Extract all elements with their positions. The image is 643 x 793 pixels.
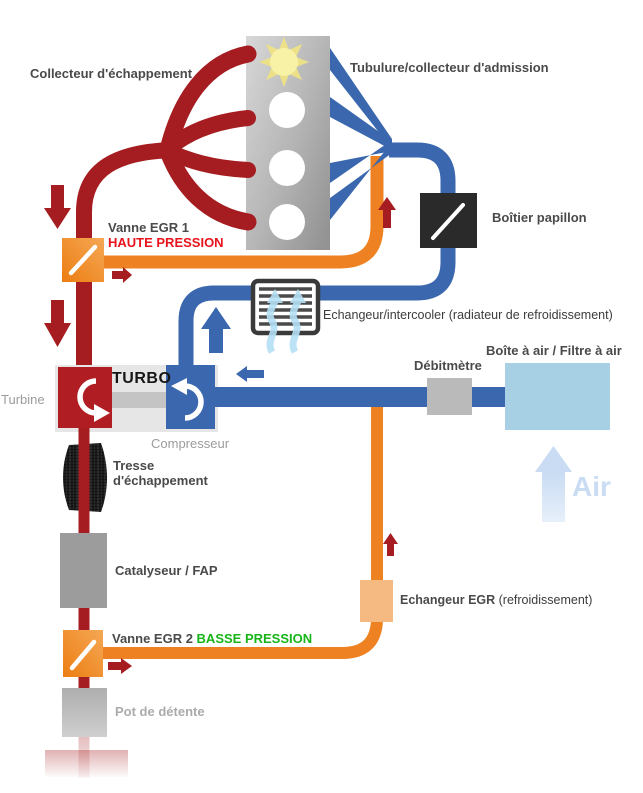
maf-sensor: [427, 378, 472, 415]
exhaust-braid-label: Tresse d'échappement: [113, 458, 208, 489]
egr-valve-2-pressure: BASSE PRESSION: [196, 631, 313, 646]
compressor-box: [166, 365, 215, 429]
intake-branch: [330, 97, 392, 150]
egr-valve-1-pressure: HAUTE PRESSION: [108, 235, 224, 251]
intake-flow-left-arrow: [236, 366, 264, 382]
turbo-label: TURBO: [112, 370, 172, 387]
air-label: Air: [572, 471, 611, 502]
exhaust-flow-down-arrow: [44, 300, 71, 347]
egr-cooler-box: [360, 580, 393, 622]
cooling-air-arrow: [289, 289, 306, 354]
exhaust-branch: [161, 110, 256, 156]
intake-manifold: [330, 48, 392, 220]
egr-valve-2-name: Vanne EGR 2: [112, 631, 193, 646]
airbox-label: Boîte à air / Filtre à air: [486, 343, 622, 358]
turbine-label: Turbine: [1, 392, 45, 407]
sun-icon: [259, 37, 309, 87]
turbo-shaft: [110, 392, 168, 408]
throttle-body: [420, 193, 477, 248]
intake-branch: [330, 142, 392, 220]
expansion-box: [62, 688, 107, 737]
exhaust-tail-fade: [78, 700, 90, 778]
egr-lp-out-arrow: [108, 658, 132, 674]
intake-loop-pipe: [178, 142, 456, 367]
catalyst-label: Catalyseur / FAP: [115, 563, 218, 578]
egr-hp-flow-up-arrow: [378, 197, 396, 228]
exhaust-branch: [160, 145, 257, 231]
catalyst-box: [60, 533, 107, 608]
maf-sensor-label: Débitmètre: [414, 358, 482, 373]
throttle-plate-icon: [431, 203, 465, 240]
exhaust-flow-down-arrow: [44, 185, 71, 229]
cooling-air-arrow: [266, 289, 283, 354]
turbine-box: [58, 367, 112, 428]
intake-flow-up-arrow: [201, 307, 231, 353]
cylinder-icon: [269, 92, 305, 128]
egr-lp-flow-up-arrow: [383, 533, 398, 556]
egr-cooler-note: (refroidissement): [495, 593, 593, 607]
intercooler: [250, 278, 321, 354]
egr-valve-1: [62, 238, 104, 282]
egr-low-pressure-pipe: [100, 402, 383, 659]
egr-cooler-name: Echangeur EGR: [400, 593, 496, 607]
exhaust-tail-fade: [45, 750, 128, 777]
egr-valve-2-label: Vanne EGR 2 BASSE PRESSION: [112, 631, 312, 646]
egr-valve-2: [63, 630, 103, 677]
valve-plate-icon: [69, 639, 97, 671]
engine-block: [246, 36, 330, 250]
egr-valve-1-name: Vanne EGR 1: [108, 220, 189, 235]
egr-cooler-label: Echangeur EGR (refroidissement): [400, 593, 592, 608]
air-intake-arrow: [535, 446, 572, 522]
expansion-box-label: Pot de détente: [115, 704, 205, 719]
exhaust-manifold: [76, 45, 257, 368]
airbox: [505, 363, 610, 430]
exhaust-manifold-label: Collecteur d'échappement: [30, 66, 193, 81]
exhaust-collector-pipe: [76, 142, 173, 368]
cylinder-icon: [269, 150, 305, 186]
exhaust-branch: [160, 45, 257, 155]
cylinder-icon: [269, 204, 305, 240]
egr-hp-out-arrow: [112, 267, 132, 283]
intake-branch: [330, 140, 392, 183]
throttle-body-label: Boîtier papillon: [492, 210, 587, 225]
intercooler-label: Echangeur/intercooler (radiateur de refr…: [323, 308, 613, 322]
compressor-label: Compresseur: [151, 436, 230, 451]
valve-plate-icon: [68, 244, 98, 276]
egr-high-pressure-pipe: [100, 156, 384, 269]
compressor-rotor-icon: [171, 378, 204, 421]
turbine-rotor-icon: [77, 378, 110, 422]
intake-manifold-label: Tubulure/collecteur d'admission: [350, 60, 549, 75]
egr-valve-1-label: Vanne EGR 1 HAUTE PRESSION: [108, 220, 224, 251]
intake-branch: [330, 48, 392, 149]
